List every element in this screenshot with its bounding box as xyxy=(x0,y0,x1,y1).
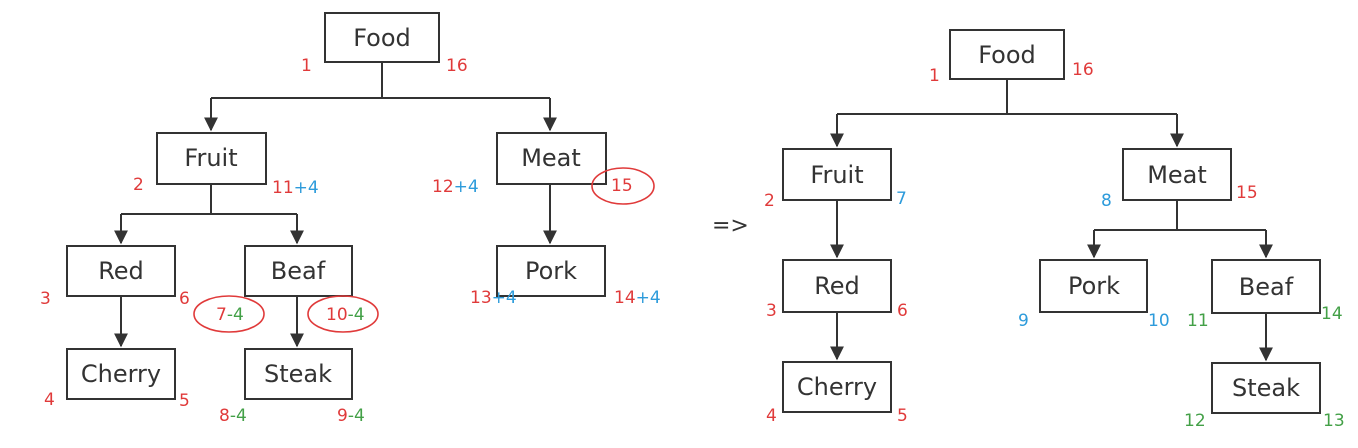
right-number-cherry-right: 5 xyxy=(897,406,908,426)
left-node-cherry: Cherry xyxy=(66,348,176,400)
right-number-meat-right: 15 xyxy=(1236,183,1258,203)
left-number-steak-left: 8-4 xyxy=(219,406,247,426)
right-node-fruit-label: Fruit xyxy=(810,161,863,189)
right-number-beaf-right: 14 xyxy=(1321,304,1343,324)
right-node-steak: Steak xyxy=(1211,362,1321,414)
right-number-meat-left: 8 xyxy=(1101,191,1112,211)
left-node-steak: Steak xyxy=(244,348,353,400)
left-tree: Food Fruit Meat Red Beaf Pork Cherry St xyxy=(40,12,661,426)
right-node-food: Food xyxy=(949,29,1065,80)
left-node-beaf-label: Beaf xyxy=(271,257,326,285)
left-node-cherry-label: Cherry xyxy=(81,360,161,388)
left-number-fruit-left: 2 xyxy=(133,175,144,195)
left-node-fruit: Fruit xyxy=(156,132,267,185)
left-number-food-right: 16 xyxy=(446,56,468,76)
right-node-steak-label: Steak xyxy=(1232,374,1300,402)
left-edges xyxy=(114,62,557,348)
right-number-red-right: 6 xyxy=(897,301,908,321)
left-number-steak-right: 9-4 xyxy=(337,406,365,426)
right-node-beaf: Beaf xyxy=(1211,259,1321,314)
right-node-red: Red xyxy=(782,259,892,313)
left-node-pork-label: Pork xyxy=(525,257,577,285)
right-node-pork: Pork xyxy=(1039,259,1148,313)
left-numbers: 1 16 2 11+4 12+4 15 3 6 7-4 10-4 13+4 14+4 4 5 8-4 9-4 xyxy=(40,56,661,426)
left-number-pork-left: 13+4 xyxy=(470,288,517,308)
edge-fruit-split xyxy=(121,184,297,215)
left-number-fruit-right: 11+4 xyxy=(272,178,319,198)
left-number-red-left: 3 xyxy=(40,289,51,309)
right-node-fruit: Fruit xyxy=(782,148,892,201)
edge-food-split xyxy=(837,79,1177,115)
highlight-oval-meat-right xyxy=(591,167,655,205)
left-node-steak-label: Steak xyxy=(264,360,332,388)
right-node-meat: Meat xyxy=(1122,148,1232,201)
transform-arrow: => xyxy=(712,214,749,239)
highlight-oval-beaf-left xyxy=(193,295,265,333)
left-number-meat-right: 15 xyxy=(611,176,633,196)
left-node-red-label: Red xyxy=(98,257,144,285)
right-number-pork-right: 10 xyxy=(1148,311,1170,331)
right-number-red-left: 3 xyxy=(766,301,777,321)
left-number-food-left: 1 xyxy=(301,56,312,76)
right-node-cherry: Cherry xyxy=(782,361,892,413)
highlight-oval-beaf-right xyxy=(307,295,379,333)
right-number-food-right: 16 xyxy=(1072,60,1094,80)
left-node-meat: Meat xyxy=(496,132,607,185)
right-number-fruit-left: 2 xyxy=(764,191,775,211)
left-node-pork: Pork xyxy=(496,245,606,297)
left-node-red: Red xyxy=(66,245,176,297)
right-number-steak-right: 13 xyxy=(1323,411,1345,431)
right-node-food-label: Food xyxy=(978,41,1036,69)
right-numbers: 1 16 2 7 8 15 3 6 9 10 11 14 4 5 12 13 xyxy=(764,60,1345,431)
edge-meat-split xyxy=(1094,200,1266,231)
right-tree: Food Fruit Meat Red Pork Beaf Cherry St xyxy=(764,29,1345,431)
left-node-fruit-label: Fruit xyxy=(184,144,237,172)
right-node-red-label: Red xyxy=(814,272,860,300)
right-node-cherry-label: Cherry xyxy=(797,373,877,401)
right-node-beaf-label: Beaf xyxy=(1239,273,1294,301)
right-number-cherry-left: 4 xyxy=(766,406,777,426)
left-number-cherry-left: 4 xyxy=(44,390,55,410)
left-number-cherry-right: 5 xyxy=(179,391,190,411)
right-number-fruit-right: 7 xyxy=(896,189,907,209)
right-number-steak-left: 12 xyxy=(1184,411,1206,431)
left-node-meat-label: Meat xyxy=(521,144,581,172)
edge-food-split xyxy=(211,62,550,99)
left-number-meat-left: 12+4 xyxy=(432,177,479,197)
right-node-pork-label: Pork xyxy=(1068,272,1120,300)
left-node-food: Food xyxy=(324,12,440,63)
left-number-red-right: 6 xyxy=(179,289,190,309)
right-number-food-left: 1 xyxy=(929,66,940,86)
left-number-beaf-right: 10-4 xyxy=(326,305,365,325)
left-node-food-label: Food xyxy=(353,24,411,52)
right-edges xyxy=(830,79,1273,362)
right-node-meat-label: Meat xyxy=(1147,161,1207,189)
left-number-beaf-left: 7-4 xyxy=(216,305,244,325)
left-node-beaf: Beaf xyxy=(244,245,353,297)
right-number-beaf-left: 11 xyxy=(1187,311,1209,331)
left-number-pork-right: 14+4 xyxy=(614,288,661,308)
right-number-pork-left: 9 xyxy=(1018,311,1029,331)
